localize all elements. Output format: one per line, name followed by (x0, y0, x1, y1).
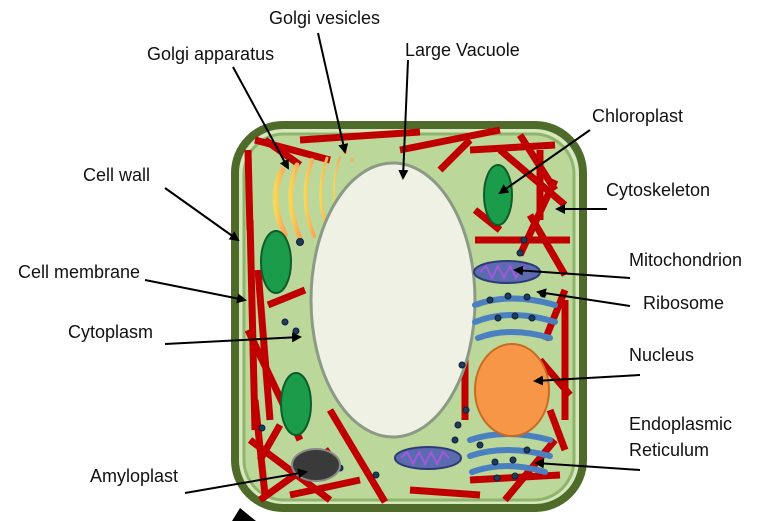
label-cytoskeleton: Cytoskeleton (606, 180, 710, 200)
label-ribosome: Ribosome (643, 293, 724, 313)
arrow-pointer-icon (232, 508, 256, 521)
label-nucleus: Nucleus (629, 345, 694, 365)
label-golgi-vesicles: Golgi vesicles (269, 8, 380, 28)
label-large-vacuole: Large Vacuole (405, 40, 520, 60)
label-cell-membrane: Cell membrane (18, 262, 140, 282)
chloroplast (261, 231, 291, 293)
nucleus (475, 344, 549, 436)
label-cell-wall: Cell wall (83, 165, 150, 185)
chloroplast (281, 373, 311, 435)
label-mitochondrion: Mitochondrion (629, 250, 742, 270)
label-chloroplast: Chloroplast (592, 106, 683, 126)
label-endoplasmic: Endoplasmic (629, 414, 732, 434)
label-reticulum: Reticulum (629, 440, 709, 460)
amyloplast (292, 449, 340, 481)
chloroplast (484, 165, 512, 225)
mitochondrion (395, 447, 461, 469)
label-amyloplast: Amyloplast (90, 466, 178, 486)
label-golgi-apparatus: Golgi apparatus (147, 44, 274, 64)
label-cytoplasm: Cytoplasm (68, 322, 153, 342)
large-vacuole (311, 163, 475, 437)
